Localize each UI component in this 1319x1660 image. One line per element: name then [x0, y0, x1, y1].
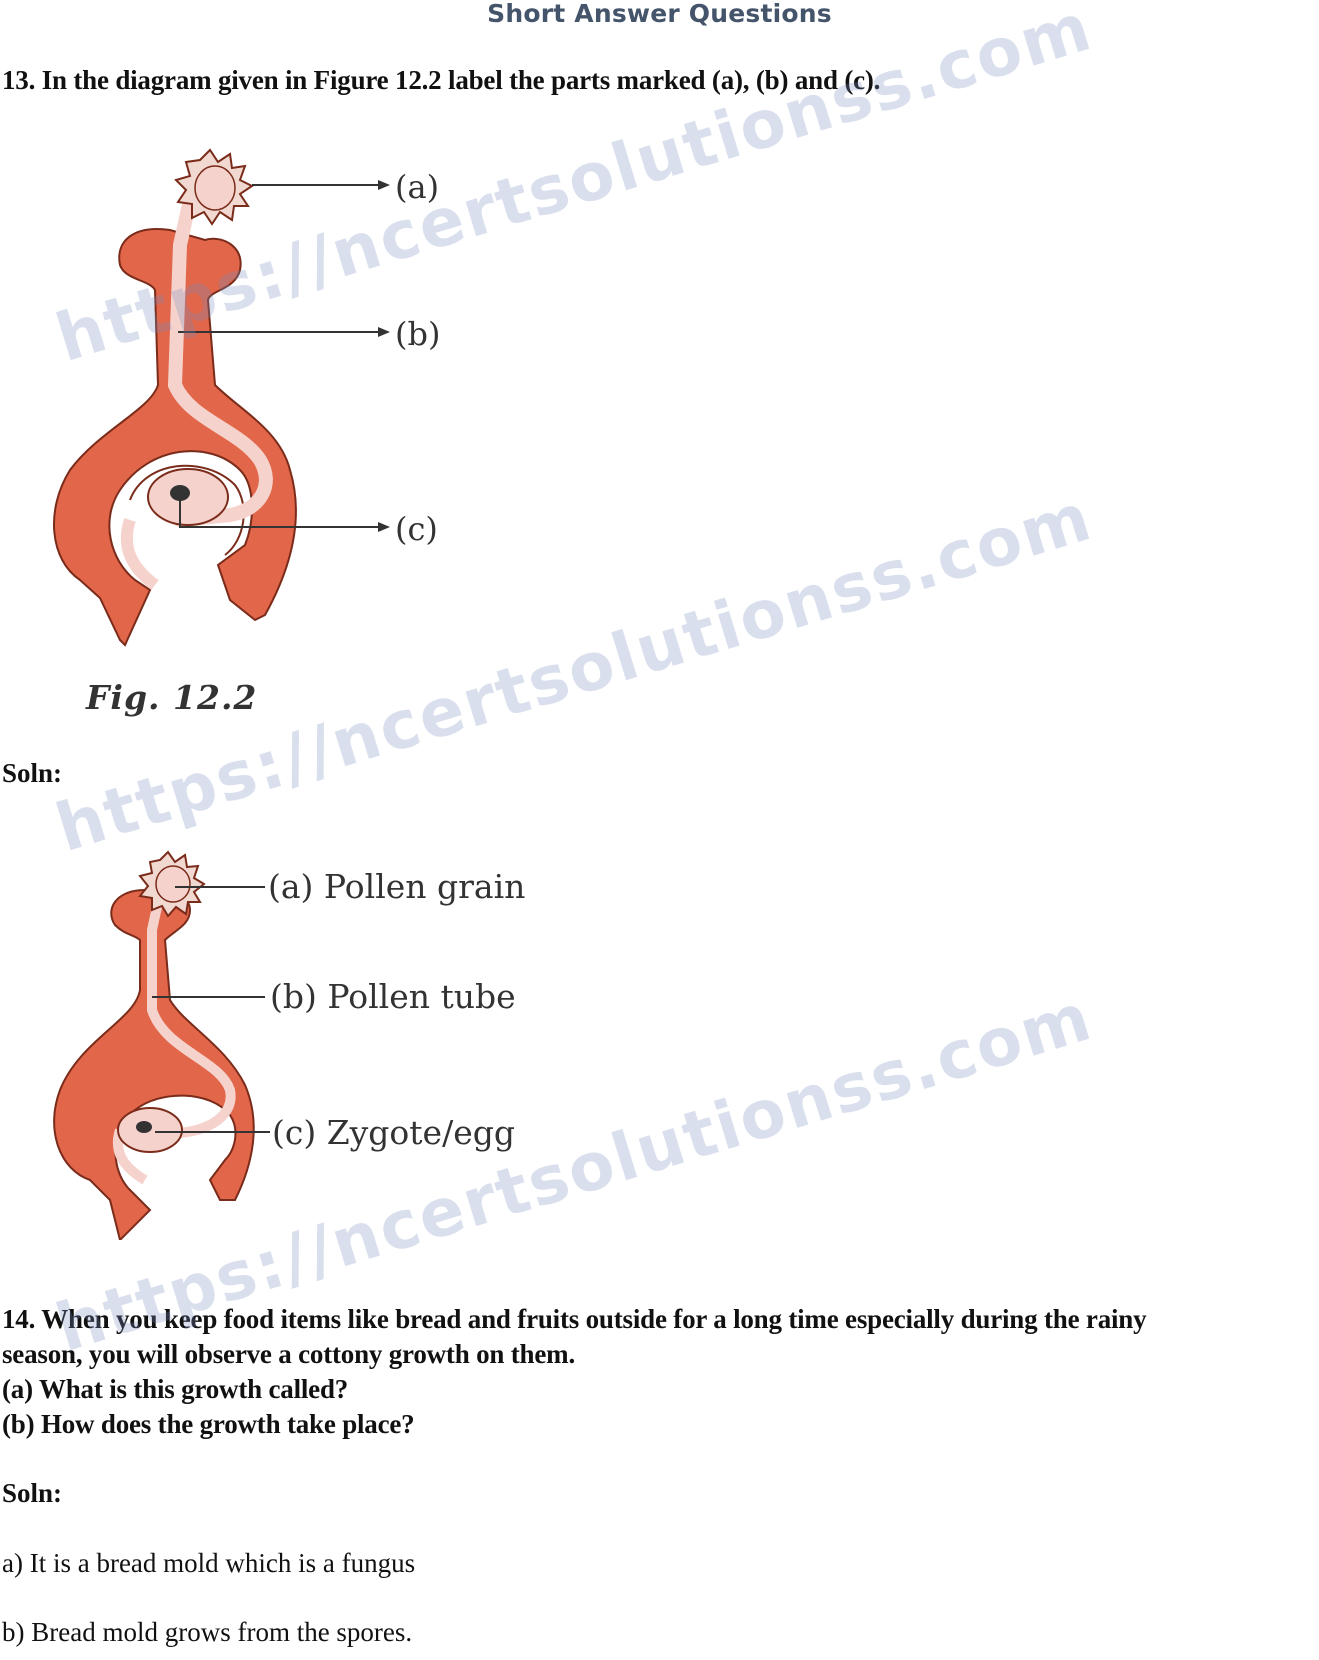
- answer-label-a: (a) Pollen grain: [268, 867, 525, 906]
- figure-12-2-diagram: (a) (b) (c): [53, 148, 440, 647]
- question-14-line-1: 14. When you keep food items like bread …: [2, 1304, 1147, 1334]
- answer-diagram: (a) Pollen grain (b) Pollen tube (c) Zyg…: [53, 850, 525, 1240]
- pistil-shape: [53, 228, 297, 647]
- label-c: (c): [395, 510, 438, 548]
- label-a: (a): [395, 168, 439, 206]
- question-14-line-2: season, you will observe a cottony growt…: [2, 1339, 575, 1369]
- figure-caption: Fig. 12.2: [86, 678, 258, 717]
- pistil-shape: [53, 888, 255, 1240]
- soln-label-14: Soln:: [2, 1478, 63, 1508]
- pollen-tube-shape: [145, 865, 236, 1140]
- pollen-tube-shape: [167, 193, 273, 527]
- question-14-part-a: (a) What is this growth called?: [2, 1374, 349, 1404]
- question-13: 13. In the diagram given in Figure 12.2 …: [2, 65, 881, 95]
- answer-label-c: (c) Zygote/egg: [272, 1113, 515, 1152]
- label-b: (b): [395, 315, 440, 353]
- section-heading: Short Answer Questions: [487, 0, 832, 28]
- answer-14-a: a) It is a bread mold which is a fungus: [2, 1548, 416, 1578]
- question-14-part-b: (b) How does the growth take place?: [2, 1409, 415, 1439]
- answer-label-b: (b) Pollen tube: [270, 977, 516, 1016]
- answer-14-b: b) Bread mold grows from the spores.: [2, 1617, 413, 1647]
- soln-label-13: Soln:: [2, 758, 63, 788]
